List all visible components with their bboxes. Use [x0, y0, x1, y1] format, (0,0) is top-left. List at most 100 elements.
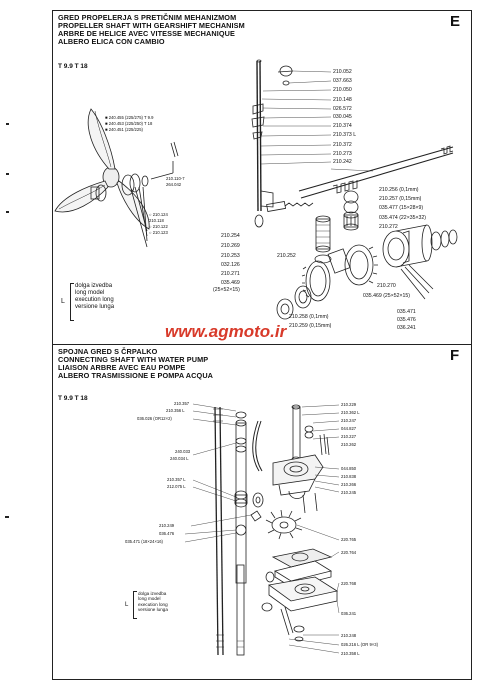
part-label: 220.764 — [341, 550, 357, 555]
part-label: 210.362 L — [341, 410, 360, 415]
hardware-label: ○ 210.124 — [149, 212, 168, 217]
part-label: (25×52×15) — [213, 287, 240, 293]
legend-line: versione lunga — [75, 304, 115, 310]
part-label: 210.242 — [333, 159, 352, 165]
panel-f-title: SPOJNA GRED S ČRPALKO CONNECTING SHAFT W… — [58, 348, 213, 380]
exploded-drawing-water-pump — [184, 403, 340, 656]
part-label: 210.248 — [341, 633, 357, 638]
part-label: 264.042 — [166, 182, 182, 187]
part-label: 210.052 — [333, 69, 352, 75]
legend-long-model: dolga izvedba long model execution long … — [138, 591, 168, 613]
part-label: 240.034 L — [170, 456, 189, 461]
binding-mark — [6, 123, 9, 125]
part-label: 036.476 — [159, 531, 175, 536]
panel-propeller-shaft: GRED PROPELERJA S PRETIČNIM MEHANIZMOM P… — [52, 10, 472, 346]
part-label: 210.271 — [221, 271, 240, 277]
title-line: ALBERO TRASMISSIONE E POMPA ACQUA — [58, 371, 214, 380]
part-label: 036.026 (OR12×2) — [137, 416, 172, 421]
legend-bracket — [133, 591, 137, 619]
part-label: 210.252 — [277, 253, 296, 259]
part-label: 210.245 — [341, 490, 357, 495]
pump-base-drawing — [268, 576, 339, 612]
part-label: 035.469 (25×52×15) — [363, 293, 411, 299]
part-label: 035.476 — [397, 317, 416, 323]
title-line: CONNECTING SHAFT WITH WATER PUMP — [58, 355, 209, 364]
part-label: 036.241 — [341, 611, 357, 616]
part-label: 210.110-7 — [166, 176, 185, 181]
part-label: 210.259 (0,15mm) — [289, 323, 332, 329]
part-label: 210.253 — [221, 253, 240, 259]
part-label: 220.768 — [341, 581, 357, 586]
part-label: 026.572 — [333, 106, 352, 112]
part-label: 032.126 — [221, 262, 240, 268]
binding-mark — [6, 173, 9, 175]
model-label: T 9.9 T 18 — [58, 395, 88, 402]
part-label: 036.241 — [397, 325, 416, 331]
impeller-drawing — [265, 509, 303, 540]
watermark-site: www.agmoto.ir — [165, 322, 287, 341]
part-label: 210.050 — [333, 87, 352, 93]
part-label: 210.247 — [341, 418, 357, 423]
part-label: 035.469 — [221, 280, 240, 286]
legend-line: dolga izvedba — [138, 591, 167, 596]
part-label: 035.477 (15×28×9) — [379, 205, 424, 211]
forward-gear-drawing — [276, 260, 331, 320]
part-label: 220.765 — [341, 537, 357, 542]
part-label: 210.374 — [333, 123, 352, 129]
legend-marker: L — [125, 602, 129, 608]
part-label: 210.373 L — [333, 132, 357, 138]
part-label: 210.356 L — [166, 408, 185, 413]
title-line: GRED PROPELERJA S PRETIČNIM MEHANIZMOM — [58, 13, 237, 22]
panel-connecting-shaft: SPOJNA GRED S ČRPALKO CONNECTING SHAFT W… — [52, 344, 472, 680]
part-label: 212.075 L — [167, 484, 186, 489]
reverse-gear-drawing — [344, 244, 378, 286]
panel-e-title: GRED PROPELERJA S PRETIČNIM MEHANIZMOM P… — [58, 14, 245, 46]
part-label: 210.357 — [174, 401, 190, 406]
part-label: 210.148 — [333, 97, 352, 103]
part-label: 210.372 — [333, 142, 352, 148]
pump-housing-drawing — [272, 454, 324, 499]
hardware-label: ○ 210.122 — [149, 224, 168, 229]
part-label: 210.273 — [333, 151, 352, 157]
binding-mark — [5, 516, 9, 518]
legend-marker: L — [61, 298, 65, 305]
legend-bracket — [70, 283, 74, 321]
legend-line: long model — [138, 596, 161, 602]
title-line: PROPELLER SHAFT WITH GEARSHIFT MECHANISM — [58, 21, 245, 30]
part-label: 030.045 — [333, 114, 352, 120]
legend-line: versione lunga — [138, 607, 168, 613]
part-label: 210.270 — [377, 283, 396, 289]
legend-line: execution long — [75, 297, 114, 303]
section-letter-e: E — [450, 13, 461, 30]
part-label: 210.254 — [221, 233, 240, 239]
legend-line: execution long — [138, 601, 168, 607]
title-line: ARBRE DE HELICE AVEC VITESSE MECHANIQUE — [58, 29, 236, 38]
part-label: 210.272 — [379, 224, 398, 230]
propeller-variant: ■ 240.451 (225/225) — [105, 127, 143, 132]
part-label: 035.471 — [397, 309, 416, 315]
propeller-variant: ■ 240.455 (225/275) T 9.9 — [105, 115, 154, 120]
propeller-variant: ■ 240.453 (225/250) T 18 — [105, 121, 153, 126]
exploded-drawing-propeller — [54, 59, 458, 320]
title-line: ALBERO ELICA CON CAMBIO — [58, 37, 165, 46]
part-label: 210.229 — [341, 402, 357, 407]
part-label: 210.249 — [159, 523, 175, 528]
part-label: 035.471 (18×24×16) — [125, 539, 163, 544]
part-label: 210.262 — [341, 442, 357, 447]
part-label: 035.474 (22×35×32) — [379, 215, 427, 221]
part-label: 210.258 (0,1mm) — [289, 314, 329, 320]
part-label: 037.663 — [333, 78, 352, 84]
part-label: 210.358 L — [341, 651, 360, 656]
part-label: 240.033 — [175, 449, 191, 454]
part-label: 210.838 — [341, 474, 357, 479]
part-label: 210.257 (0,15mm) — [379, 196, 422, 202]
section-letter-f: F — [450, 347, 460, 364]
part-label: 026.216 L (OR 9×3) — [341, 642, 378, 647]
part-label: 210.357 L — [167, 477, 186, 482]
model-label: T 9.9 T 18 — [58, 63, 88, 70]
legend-line: dolga izvedba — [75, 283, 113, 289]
part-label: 044.850 — [341, 466, 357, 471]
part-label: 210.269 — [221, 243, 240, 249]
hardware-label: 210.118 — [149, 218, 164, 223]
